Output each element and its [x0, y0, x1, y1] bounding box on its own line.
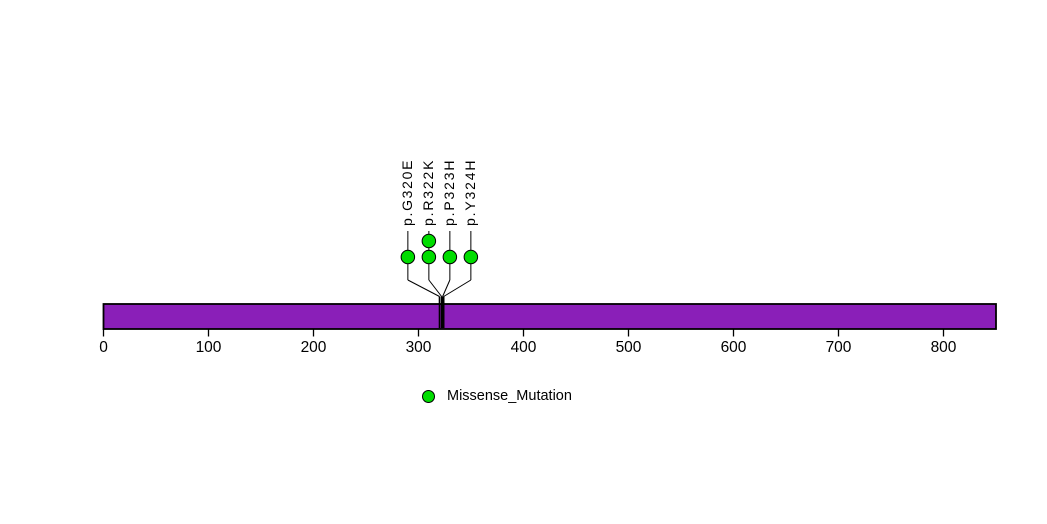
axis-tick-label: 500: [616, 339, 642, 356]
mutation-dot: [421, 249, 437, 265]
axis-tick-label: 800: [931, 339, 957, 356]
mutation-dot: [442, 249, 458, 265]
axis-tick-label: 300: [406, 339, 432, 356]
protein-bar: [102, 303, 997, 330]
mutation-connector: [407, 279, 440, 297]
axis-tick-label: 700: [826, 339, 852, 356]
mutation-label: p.G320E: [399, 160, 415, 226]
axis-tick-label: 400: [511, 339, 537, 356]
mutation-label: p.R322K: [420, 160, 436, 226]
legend: Missense_Mutation: [422, 389, 572, 404]
mutation-label: p.P323H: [441, 160, 457, 226]
mutation-connector: [442, 279, 451, 297]
axis-tick-label: 600: [721, 339, 747, 356]
mutation-dot: [421, 233, 437, 249]
mutation-dot: [400, 249, 416, 265]
mutation-label: p.Y324H: [462, 160, 478, 226]
axis-tick-label: 100: [196, 339, 222, 356]
mutation-connector: [428, 279, 442, 297]
missense-mutation-legend-dot: [422, 390, 435, 403]
mutation-dot: [463, 249, 479, 265]
axis-tick-label: 200: [301, 339, 327, 356]
mutation-connector: [443, 279, 472, 297]
missense-mutation-legend-label: Missense_Mutation: [447, 388, 572, 404]
axis-tick-label: 0: [99, 339, 108, 356]
